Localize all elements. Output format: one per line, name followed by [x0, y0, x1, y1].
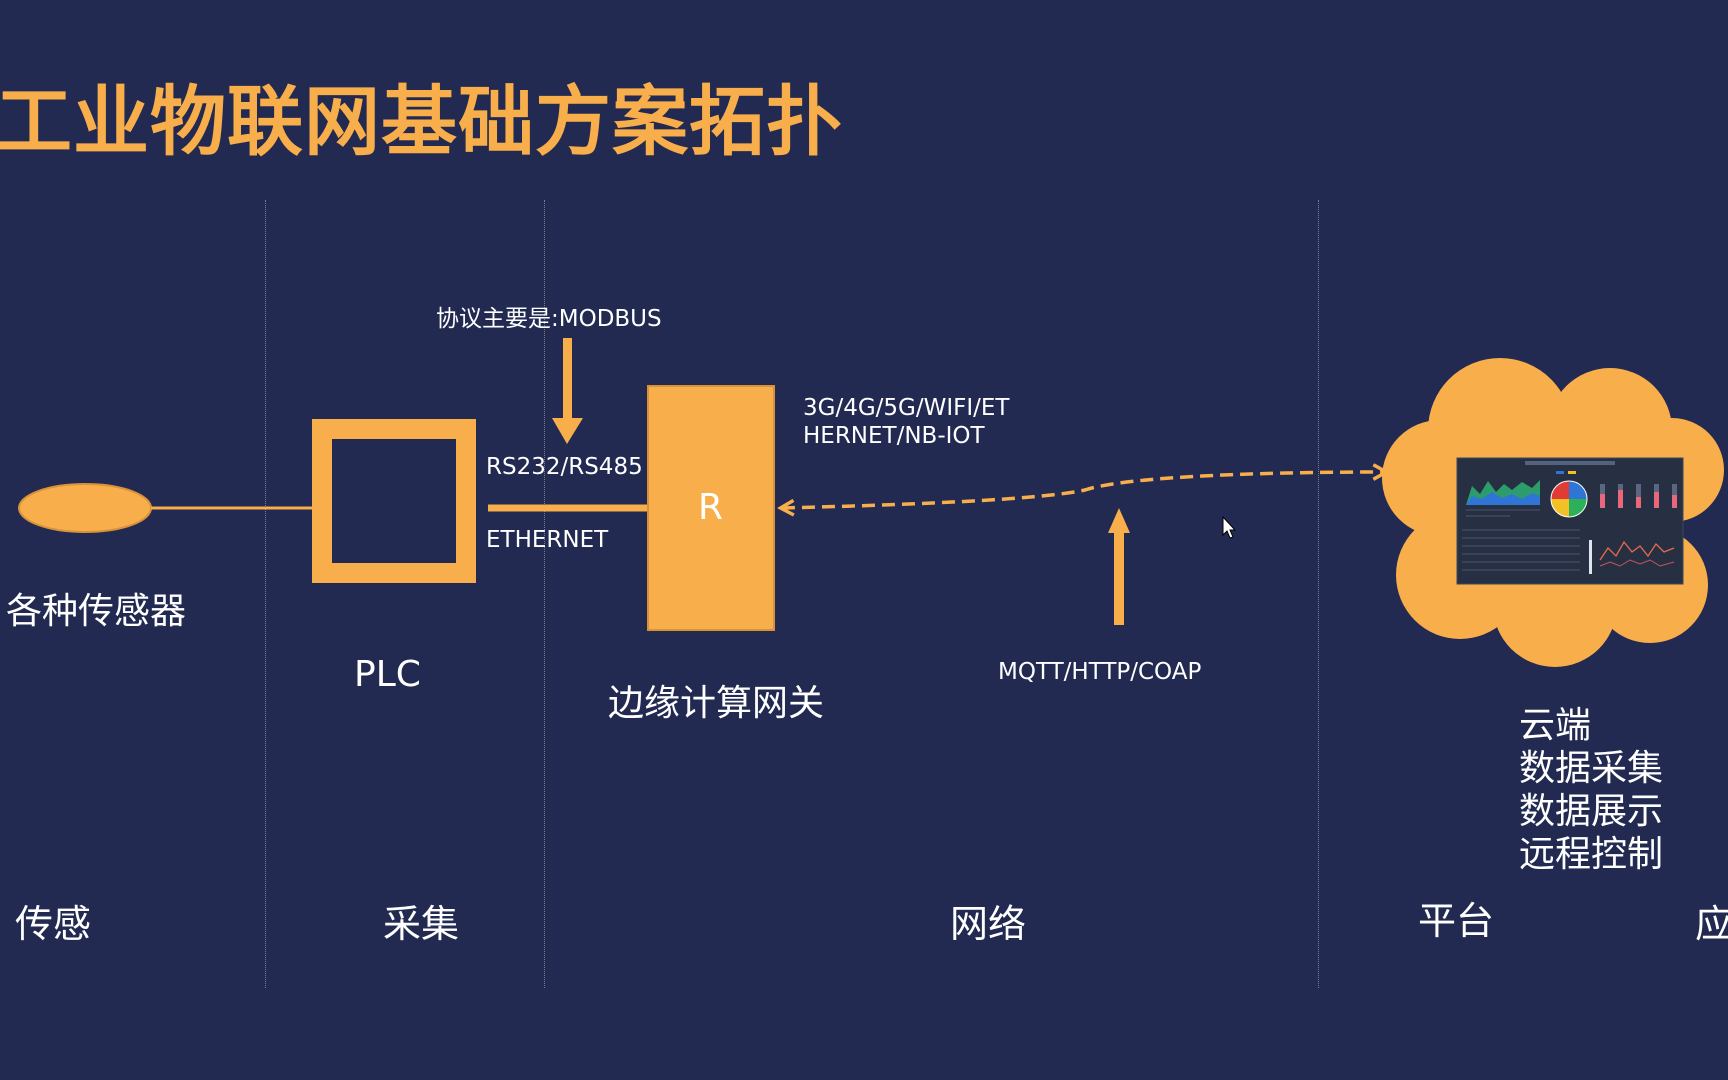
cloud-capability-item: 数据采集 [1519, 748, 1664, 789]
plc-label: PLC [354, 654, 421, 695]
divider-collection-network [544, 200, 545, 988]
plc-box [312, 419, 476, 583]
modbus-protocol-note: 协议主要是:MODBUS [436, 306, 662, 332]
ethernet-interface-label: ETHERNET [486, 527, 609, 553]
gateway-letter: R [698, 487, 724, 528]
gateway-box [647, 385, 775, 631]
stage-collection: 采集 [383, 902, 460, 946]
sensor-ellipse [18, 483, 152, 533]
gateway-label: 边缘计算网关 [608, 683, 825, 724]
dashboard-thumbnail [1456, 457, 1684, 585]
network-types-line1: 3G/4G/5G/WIFI/ET [803, 395, 1010, 421]
mouse-cursor-icon [1222, 515, 1237, 539]
serial-interface-label: RS232/RS485 [486, 454, 643, 480]
stage-sensing: 传感 [15, 902, 92, 946]
network-dashed-link [782, 472, 1385, 508]
mqtt-arrow [1108, 508, 1130, 625]
cloud-capability-item: 云端 [1519, 705, 1592, 746]
divider-sensing-collection [265, 200, 266, 988]
stage-network: 网络 [950, 902, 1027, 946]
cloud-protocols-label: MQTT/HTTP/COAP [998, 659, 1202, 685]
stage-application-partial: 应 [1695, 902, 1728, 946]
stage-platform: 平台 [1418, 899, 1495, 943]
cloud-capabilities: 云端 数据采集 数据展示 远程控制 [1519, 704, 1663, 876]
divider-network-platform [1318, 200, 1319, 988]
cloud-capability-item: 远程控制 [1519, 834, 1664, 875]
sensor-label: 各种传感器 [6, 591, 187, 632]
network-types-line2: HERNET/NB-IOT [803, 423, 985, 449]
page-title: 工业物联网基础方案拓扑 [0, 77, 843, 166]
modbus-arrow [552, 338, 583, 444]
cloud-capability-item: 数据展示 [1519, 791, 1664, 832]
